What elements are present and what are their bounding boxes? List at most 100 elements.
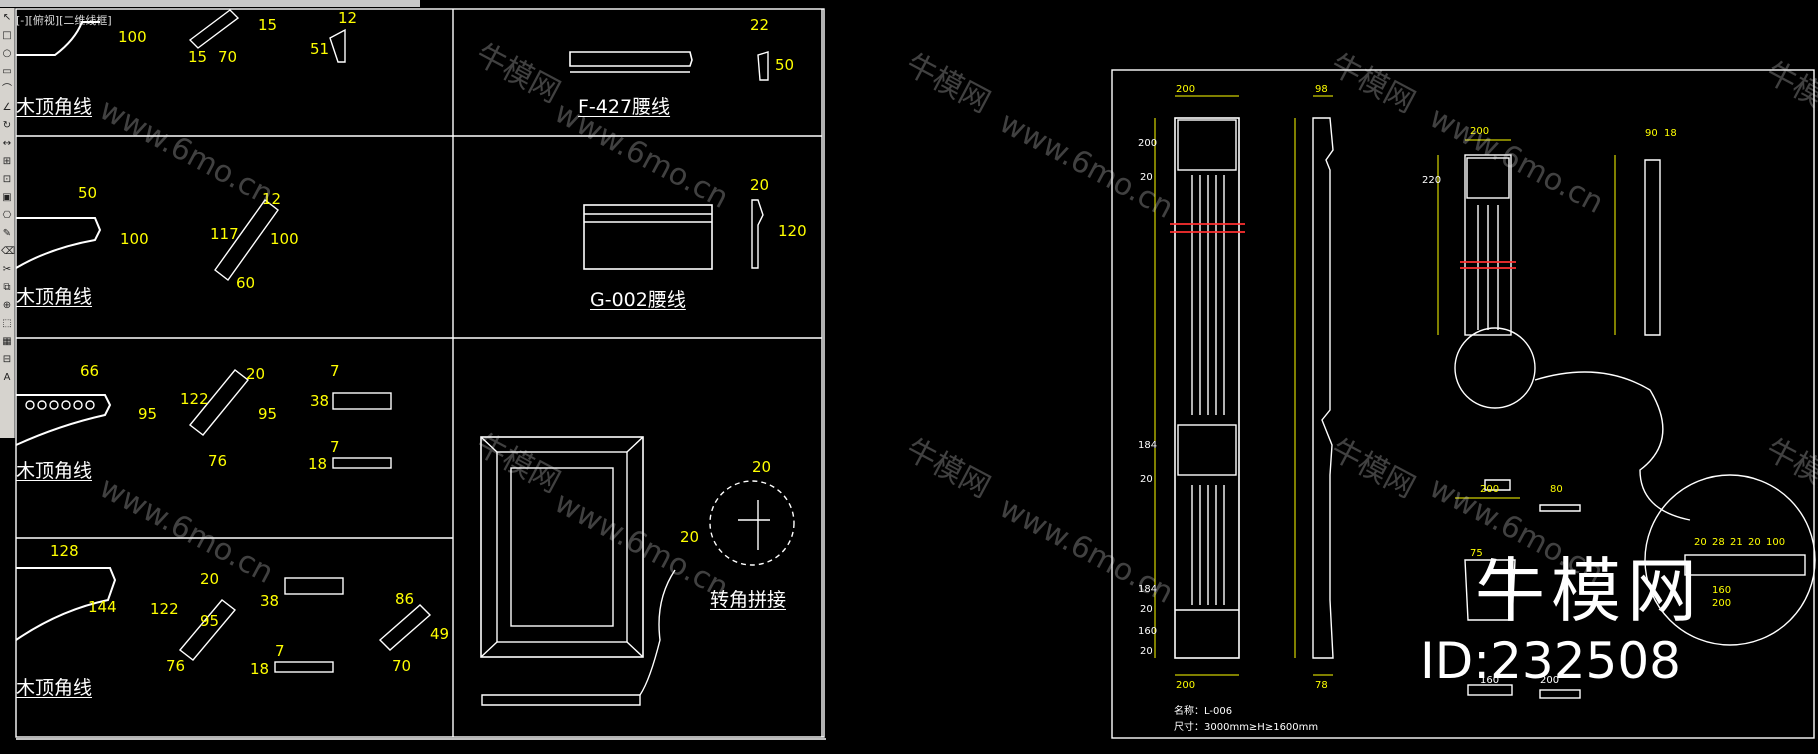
dim-r3-height: 95 (138, 405, 158, 423)
dim-r3-bead-h: 38 (310, 392, 330, 410)
crown-label-4: 木顶角线 (16, 677, 93, 699)
dim-zoom-28: 28 (1712, 537, 1725, 548)
polygon-tool-icon[interactable]: ⎔ (2, 210, 12, 221)
dim-col-side-5: 20 (1140, 604, 1153, 615)
dim-col-side-3: 20 (1140, 474, 1153, 485)
title-tab-strip[interactable] (0, 0, 420, 7)
brand-watermark: 牛模网 (1475, 550, 1703, 632)
dim-profile-top: 98 (1315, 84, 1328, 95)
dim-profile-bottom: 78 (1315, 680, 1328, 691)
dim-zoom-21: 21 (1730, 537, 1743, 548)
dim-small-profile-b: 18 (1664, 128, 1677, 139)
waist-f427-label: F-427腰线 (578, 96, 671, 118)
dim-col-top: 200 (1176, 84, 1196, 95)
dim-r1-width: 70 (218, 48, 238, 66)
dim-small-profile-top: 90 (1645, 128, 1658, 139)
dim-r1-side: 51 (310, 40, 330, 58)
dim-g002-width: 20 (750, 176, 770, 194)
dim-r4-height: 144 (88, 598, 117, 616)
copy-tool-icon[interactable]: ⧉ (3, 282, 11, 293)
dim-zoom-20: 20 (1694, 537, 1707, 548)
dim-r1-top: 12 (338, 9, 358, 27)
dim-col-side-7: 20 (1140, 646, 1153, 657)
dim-r4-small: 20 (200, 570, 220, 588)
door-frame-outline (480, 436, 644, 658)
polyline-tool-icon[interactable]: ▭ (2, 66, 12, 77)
boundary-tool-icon[interactable]: ⬚ (2, 318, 12, 329)
dim-detail-200: 200 (1480, 484, 1500, 495)
select-tool-icon[interactable]: ↖ (2, 12, 12, 23)
dim-r2-small: 12 (262, 190, 282, 208)
dim-r4-side: 95 (200, 612, 220, 630)
dim-r2-diag: 117 (210, 225, 239, 243)
rectangle-tool-icon[interactable]: □ (2, 30, 12, 41)
dim-r4-bottom2: 70 (392, 657, 412, 675)
dim-r4-bottom: 76 (166, 657, 186, 675)
dim-r4-diag2: 86 (395, 590, 415, 608)
dim-r4-diag: 122 (150, 600, 179, 618)
arc-tool-icon[interactable]: ⌒ (2, 84, 12, 95)
dim-col-side-4: 184 (1138, 584, 1158, 595)
column-size: 尺寸：3000mm≥H≥1600mm (1174, 722, 1319, 733)
dim-r3-diag: 122 (180, 390, 209, 408)
dim-r4-side2: 49 (430, 625, 450, 643)
draw-toolbar: ↖ □ ○ ▭ ⌒ ∠ ↻ ↔ ⊞ ⊡ ▣ ⎔ ✎ ⌫ ✂ ⧉ ⊕ ⬚ ▦ ⊟ … (0, 8, 15, 438)
dim-zoom-160: 160 (1712, 585, 1732, 596)
dim-base-200: 200 (1540, 675, 1560, 686)
dim-zoom-20b: 20 (1748, 537, 1761, 548)
dim-r3-flat-w: 7 (330, 438, 340, 456)
dim-small-col-top: 200 (1470, 126, 1490, 137)
waist-g002-label: G-002腰线 (590, 289, 686, 311)
model-id: ID:232508 (1420, 632, 1681, 690)
rotate-tool-icon[interactable]: ↻ (2, 120, 12, 131)
angle-tool-icon[interactable]: ∠ (2, 102, 12, 113)
dim-r3-bead-w: 7 (330, 362, 340, 380)
erase-tool-icon[interactable]: ⌫ (1, 246, 16, 257)
dim-splice-height: 20 (680, 528, 700, 546)
dim-r3-side: 95 (258, 405, 278, 423)
dim-r4-flat-w: 7 (275, 642, 285, 660)
move-tool-icon[interactable]: ↔ (2, 138, 12, 149)
trim-tool-icon[interactable]: ✂ (2, 264, 12, 275)
dim-g002-height: 120 (778, 222, 807, 240)
circle-tool-icon[interactable]: ○ (2, 48, 12, 59)
dim-small-col-h: 220 (1422, 175, 1442, 186)
dim-r1-height: 100 (118, 28, 147, 46)
dim-r3-flat-h: 18 (308, 455, 328, 473)
crown-label-3: 木顶角线 (16, 460, 93, 482)
grid-tool-icon[interactable]: ⊞ (2, 156, 12, 167)
column-name: 名称：L-006 (1174, 706, 1233, 717)
text-tool-icon[interactable]: A (3, 372, 11, 383)
insert-tool-icon[interactable]: ⊕ (2, 300, 12, 311)
dim-zoom-200: 200 (1712, 598, 1732, 609)
dim-zoom-100: 100 (1766, 537, 1786, 548)
dim-r4-top: 128 (50, 542, 79, 560)
dim-detail-80: 80 (1550, 484, 1563, 495)
dim-r2-side: 100 (270, 230, 299, 248)
dim-r2-bottom: 60 (236, 274, 256, 292)
dim-col-bottom: 200 (1176, 680, 1196, 691)
corner-splice-label: 转角拼接 (710, 589, 787, 611)
region-tool-icon[interactable]: ⊡ (2, 174, 12, 185)
dim-r3-small: 20 (246, 365, 266, 383)
dim-col-side-2: 184 (1138, 440, 1158, 451)
dim-r2-height: 100 (120, 230, 149, 248)
edit-tool-icon[interactable]: ✎ (2, 228, 12, 239)
left-sheet-frame (15, 8, 825, 738)
hatch-tool-icon[interactable]: ▦ (2, 336, 12, 347)
block-tool-icon[interactable]: ▣ (2, 192, 12, 203)
dim-capital-75: 75 (1470, 548, 1483, 559)
crown-label-2: 木顶角线 (16, 286, 93, 308)
dim-splice-width: 20 (752, 458, 772, 476)
dim-r4-bead-h: 38 (260, 592, 280, 610)
dim-r1-b: 15 (258, 16, 278, 34)
column-elevation (1174, 117, 1240, 659)
dim-r4-flat-h: 18 (250, 660, 270, 678)
dim-r2-top: 50 (78, 184, 98, 202)
dim-col-side-1: 20 (1140, 172, 1153, 183)
crown-label-1: 木顶角线 (16, 96, 93, 118)
viewport-control-label[interactable]: [-][俯视][二维线框] (16, 14, 112, 27)
table-tool-icon[interactable]: ⊟ (2, 354, 12, 365)
